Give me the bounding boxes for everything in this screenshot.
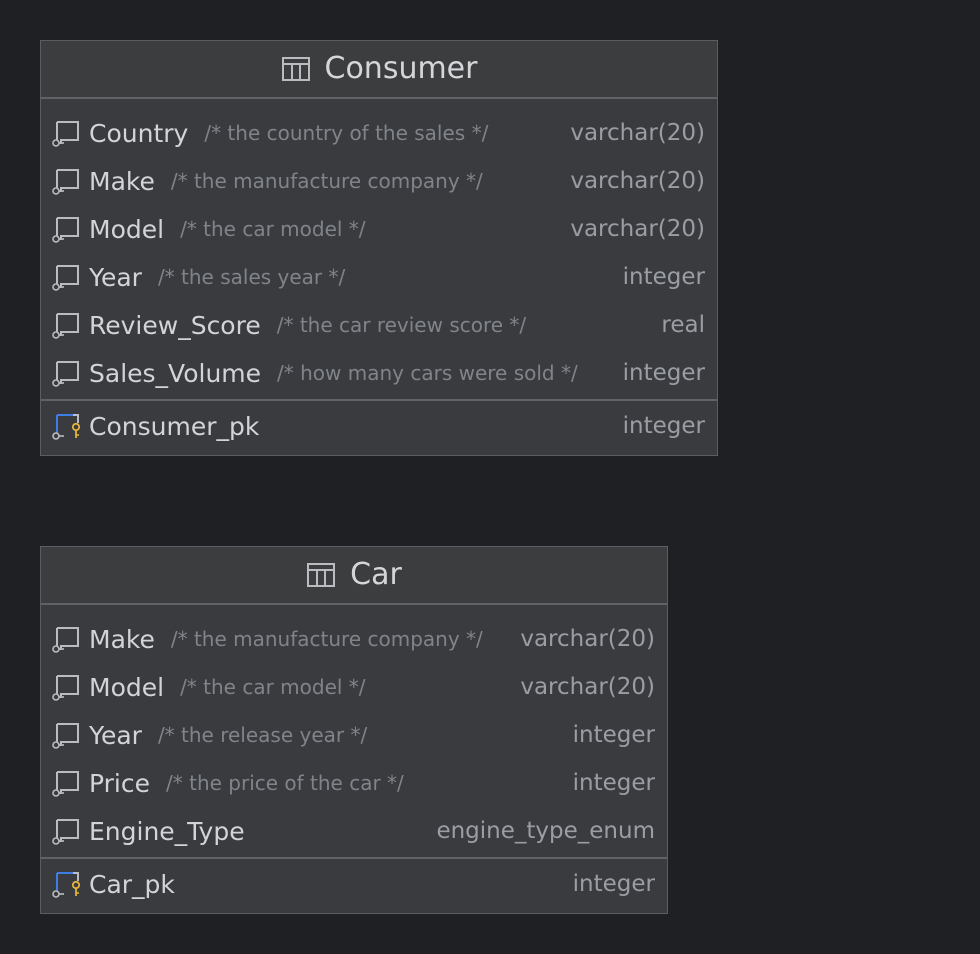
column-type: integer: [572, 871, 655, 897]
column-type: integer: [622, 264, 705, 290]
column-name: Year: [89, 262, 142, 292]
table-grid-icon: [281, 54, 311, 84]
column-type: integer: [622, 413, 705, 439]
column-list: Make /* the manufacture company */ varch…: [41, 605, 667, 909]
column-icon: [51, 355, 83, 391]
column-comment: /* the manufacture company */: [170, 627, 483, 651]
column-icon: [51, 115, 83, 151]
column-type: varchar(20): [520, 674, 655, 700]
primary-key-column-icon: [51, 866, 83, 902]
column-type: varchar(20): [570, 216, 705, 242]
column-name: Consumer_pk: [89, 411, 260, 441]
column-name: Country: [89, 118, 189, 148]
column-row-model[interactable]: Model /* the car model */ varchar(20): [41, 663, 667, 711]
table-title: Consumer: [324, 51, 478, 86]
column-row-year[interactable]: Year /* the sales year */ integer: [41, 253, 717, 301]
column-type: varchar(20): [570, 120, 705, 146]
column-name: Model: [89, 672, 165, 702]
primary-key-row[interactable]: Car_pk integer: [41, 857, 667, 909]
column-row-engine-type[interactable]: Engine_Type engine_type_enum: [41, 807, 667, 855]
column-type: integer: [572, 770, 655, 796]
column-row-make[interactable]: Make /* the manufacture company */ varch…: [41, 615, 667, 663]
table-car[interactable]: Car Make /* the manufacture company */ v…: [40, 546, 668, 914]
column-icon: [51, 717, 83, 753]
column-icon: [51, 211, 83, 247]
column-type: varchar(20): [570, 168, 705, 194]
column-row-year[interactable]: Year /* the release year */ integer: [41, 711, 667, 759]
column-type: integer: [572, 722, 655, 748]
column-row-make[interactable]: Make /* the manufacture company */ varch…: [41, 157, 717, 205]
column-list: Country /* the country of the sales */ v…: [41, 99, 717, 451]
column-type: integer: [622, 360, 705, 386]
column-name: Make: [89, 166, 155, 196]
primary-key-column-icon: [51, 408, 83, 444]
table-title: Car: [350, 557, 402, 592]
column-comment: /* the release year */: [157, 723, 368, 747]
column-icon: [51, 669, 83, 705]
primary-key-row[interactable]: Consumer_pk integer: [41, 399, 717, 451]
column-comment: /* the car model */: [180, 675, 366, 699]
column-icon: [51, 813, 83, 849]
column-type: real: [661, 312, 705, 338]
column-row-price[interactable]: Price /* the price of the car */ integer: [41, 759, 667, 807]
column-row-model[interactable]: Model /* the car model */ varchar(20): [41, 205, 717, 253]
column-type: varchar(20): [520, 626, 655, 652]
column-icon: [51, 259, 83, 295]
column-row-sales-volume[interactable]: Sales_Volume /* how many cars were sold …: [41, 349, 717, 397]
column-name: Sales_Volume: [89, 358, 262, 388]
column-name: Car_pk: [89, 869, 175, 899]
column-icon: [51, 621, 83, 657]
column-name: Make: [89, 624, 155, 654]
column-name: Engine_Type: [89, 816, 245, 846]
column-icon: [51, 163, 83, 199]
table-consumer[interactable]: Consumer Country /* the country of the s…: [40, 40, 718, 456]
table-header[interactable]: Consumer: [41, 41, 717, 99]
column-comment: /* the car model */: [180, 217, 366, 241]
table-header[interactable]: Car: [41, 547, 667, 605]
column-row-review-score[interactable]: Review_Score /* the car review score */ …: [41, 301, 717, 349]
table-grid-icon: [306, 560, 336, 590]
column-type: engine_type_enum: [436, 818, 655, 844]
column-name: Review_Score: [89, 310, 261, 340]
column-name: Model: [89, 214, 165, 244]
column-icon: [51, 765, 83, 801]
column-row-country[interactable]: Country /* the country of the sales */ v…: [41, 109, 717, 157]
column-name: Price: [89, 768, 150, 798]
column-comment: /* the price of the car */: [166, 771, 404, 795]
column-comment: /* the country of the sales */: [204, 121, 489, 145]
column-comment: /* the car review score */: [276, 313, 527, 337]
column-comment: /* how many cars were sold */: [277, 361, 578, 385]
column-comment: /* the manufacture company */: [170, 169, 483, 193]
column-name: Year: [89, 720, 142, 750]
column-icon: [51, 307, 83, 343]
column-comment: /* the sales year */: [157, 265, 346, 289]
